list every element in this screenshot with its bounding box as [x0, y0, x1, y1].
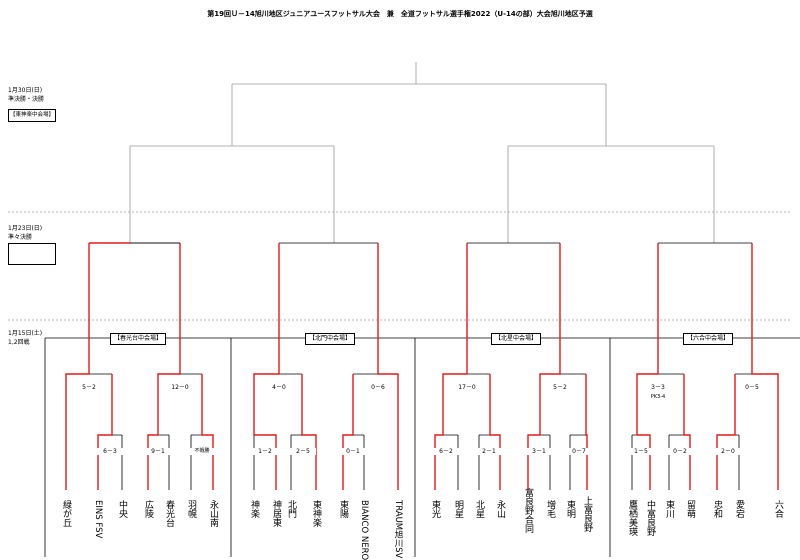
match-score: 9－1 [145, 448, 171, 455]
match-score: 6－2 [433, 448, 459, 455]
match-score: 0－7 [566, 448, 592, 455]
match-score: 不戦勝 [189, 448, 215, 455]
team-name: 春光台 [164, 500, 174, 527]
team-name: 永山南 [208, 500, 218, 527]
team-name: 愛宕 [734, 500, 744, 518]
team-name: 中央 [117, 500, 127, 518]
venue-box: 【春光台中会場】 [110, 333, 167, 345]
final-date-label: 1月30日(日) [8, 87, 43, 94]
match-score: 3－1 [526, 448, 552, 455]
team-name: 六合 [773, 500, 783, 518]
venue-box: 【六合中会場】 [683, 333, 734, 345]
team-name: 中富良野 [645, 500, 655, 536]
team-name: 鷹栖美瑛 [627, 500, 637, 536]
match-score: 6－3 [97, 448, 123, 455]
team-name: EINS FSV [93, 500, 103, 539]
team-name: 富良野合同 [523, 488, 533, 533]
team-name: 忠和 [712, 500, 722, 518]
match-score: 2－1 [476, 448, 502, 455]
quarter-venue-box [8, 243, 56, 265]
final-venue-box: 【東神楽中会場】 [8, 109, 56, 122]
early-date-label: 1月15日(土) [8, 330, 43, 337]
venue-box: 【北門中会場】 [305, 333, 356, 345]
match-score: 0－6 [365, 384, 391, 391]
match-score: 0－1 [340, 448, 366, 455]
match-score: 0－5 [739, 384, 765, 391]
match-score: 1－5 [628, 448, 654, 455]
early-stage-label: 1,2回戦 [8, 339, 30, 346]
pk-note: PK3-4 [645, 394, 671, 401]
match-score: 17－0 [454, 384, 480, 391]
match-score: 5－2 [547, 384, 573, 391]
team-name: 永山 [495, 500, 505, 518]
match-score: 4－0 [266, 384, 292, 391]
team-name: 緑が丘 [61, 500, 71, 527]
team-name: 神楽 [249, 500, 259, 518]
match-score: 0－2 [667, 448, 693, 455]
team-name: 東光 [430, 500, 440, 518]
team-name: BIANCO NERO [359, 500, 369, 560]
team-name: 留萌 [685, 500, 695, 518]
quarter-date-label: 1月23日(日) [8, 225, 43, 232]
quarter-stage-label: 準々決勝 [8, 234, 33, 241]
venue-box: 【北星中会場】 [491, 333, 542, 345]
team-name: TRAUM旭川SV [393, 500, 403, 559]
team-name: 上富良野 [582, 496, 592, 532]
team-name: 神居東 [271, 500, 281, 527]
page-title: 第19回Ｕ－14旭川地区ジュニアユースフットサル大会 兼 全道フットサル選手権2… [207, 10, 593, 18]
match-score: 12－0 [167, 384, 193, 391]
team-name: 東神楽 [311, 500, 321, 527]
match-score: 3－3 [645, 384, 671, 391]
final-stage-label: 準決勝・決勝 [8, 96, 45, 103]
team-name: 東川 [664, 500, 674, 518]
team-name: 羽幌 [186, 500, 196, 518]
team-name: 東陽 [338, 500, 348, 518]
match-score: 1－2 [252, 448, 278, 455]
team-name: 広陵 [143, 500, 153, 518]
team-name: 東明 [565, 500, 575, 518]
team-name: 北門 [286, 500, 296, 518]
match-score: 2－0 [715, 448, 741, 455]
team-name: 北星 [474, 500, 484, 518]
team-name: 増毛 [545, 500, 555, 518]
team-name: 明星 [453, 500, 463, 518]
match-score: 5－2 [76, 384, 102, 391]
match-score: 2－5 [290, 448, 316, 455]
